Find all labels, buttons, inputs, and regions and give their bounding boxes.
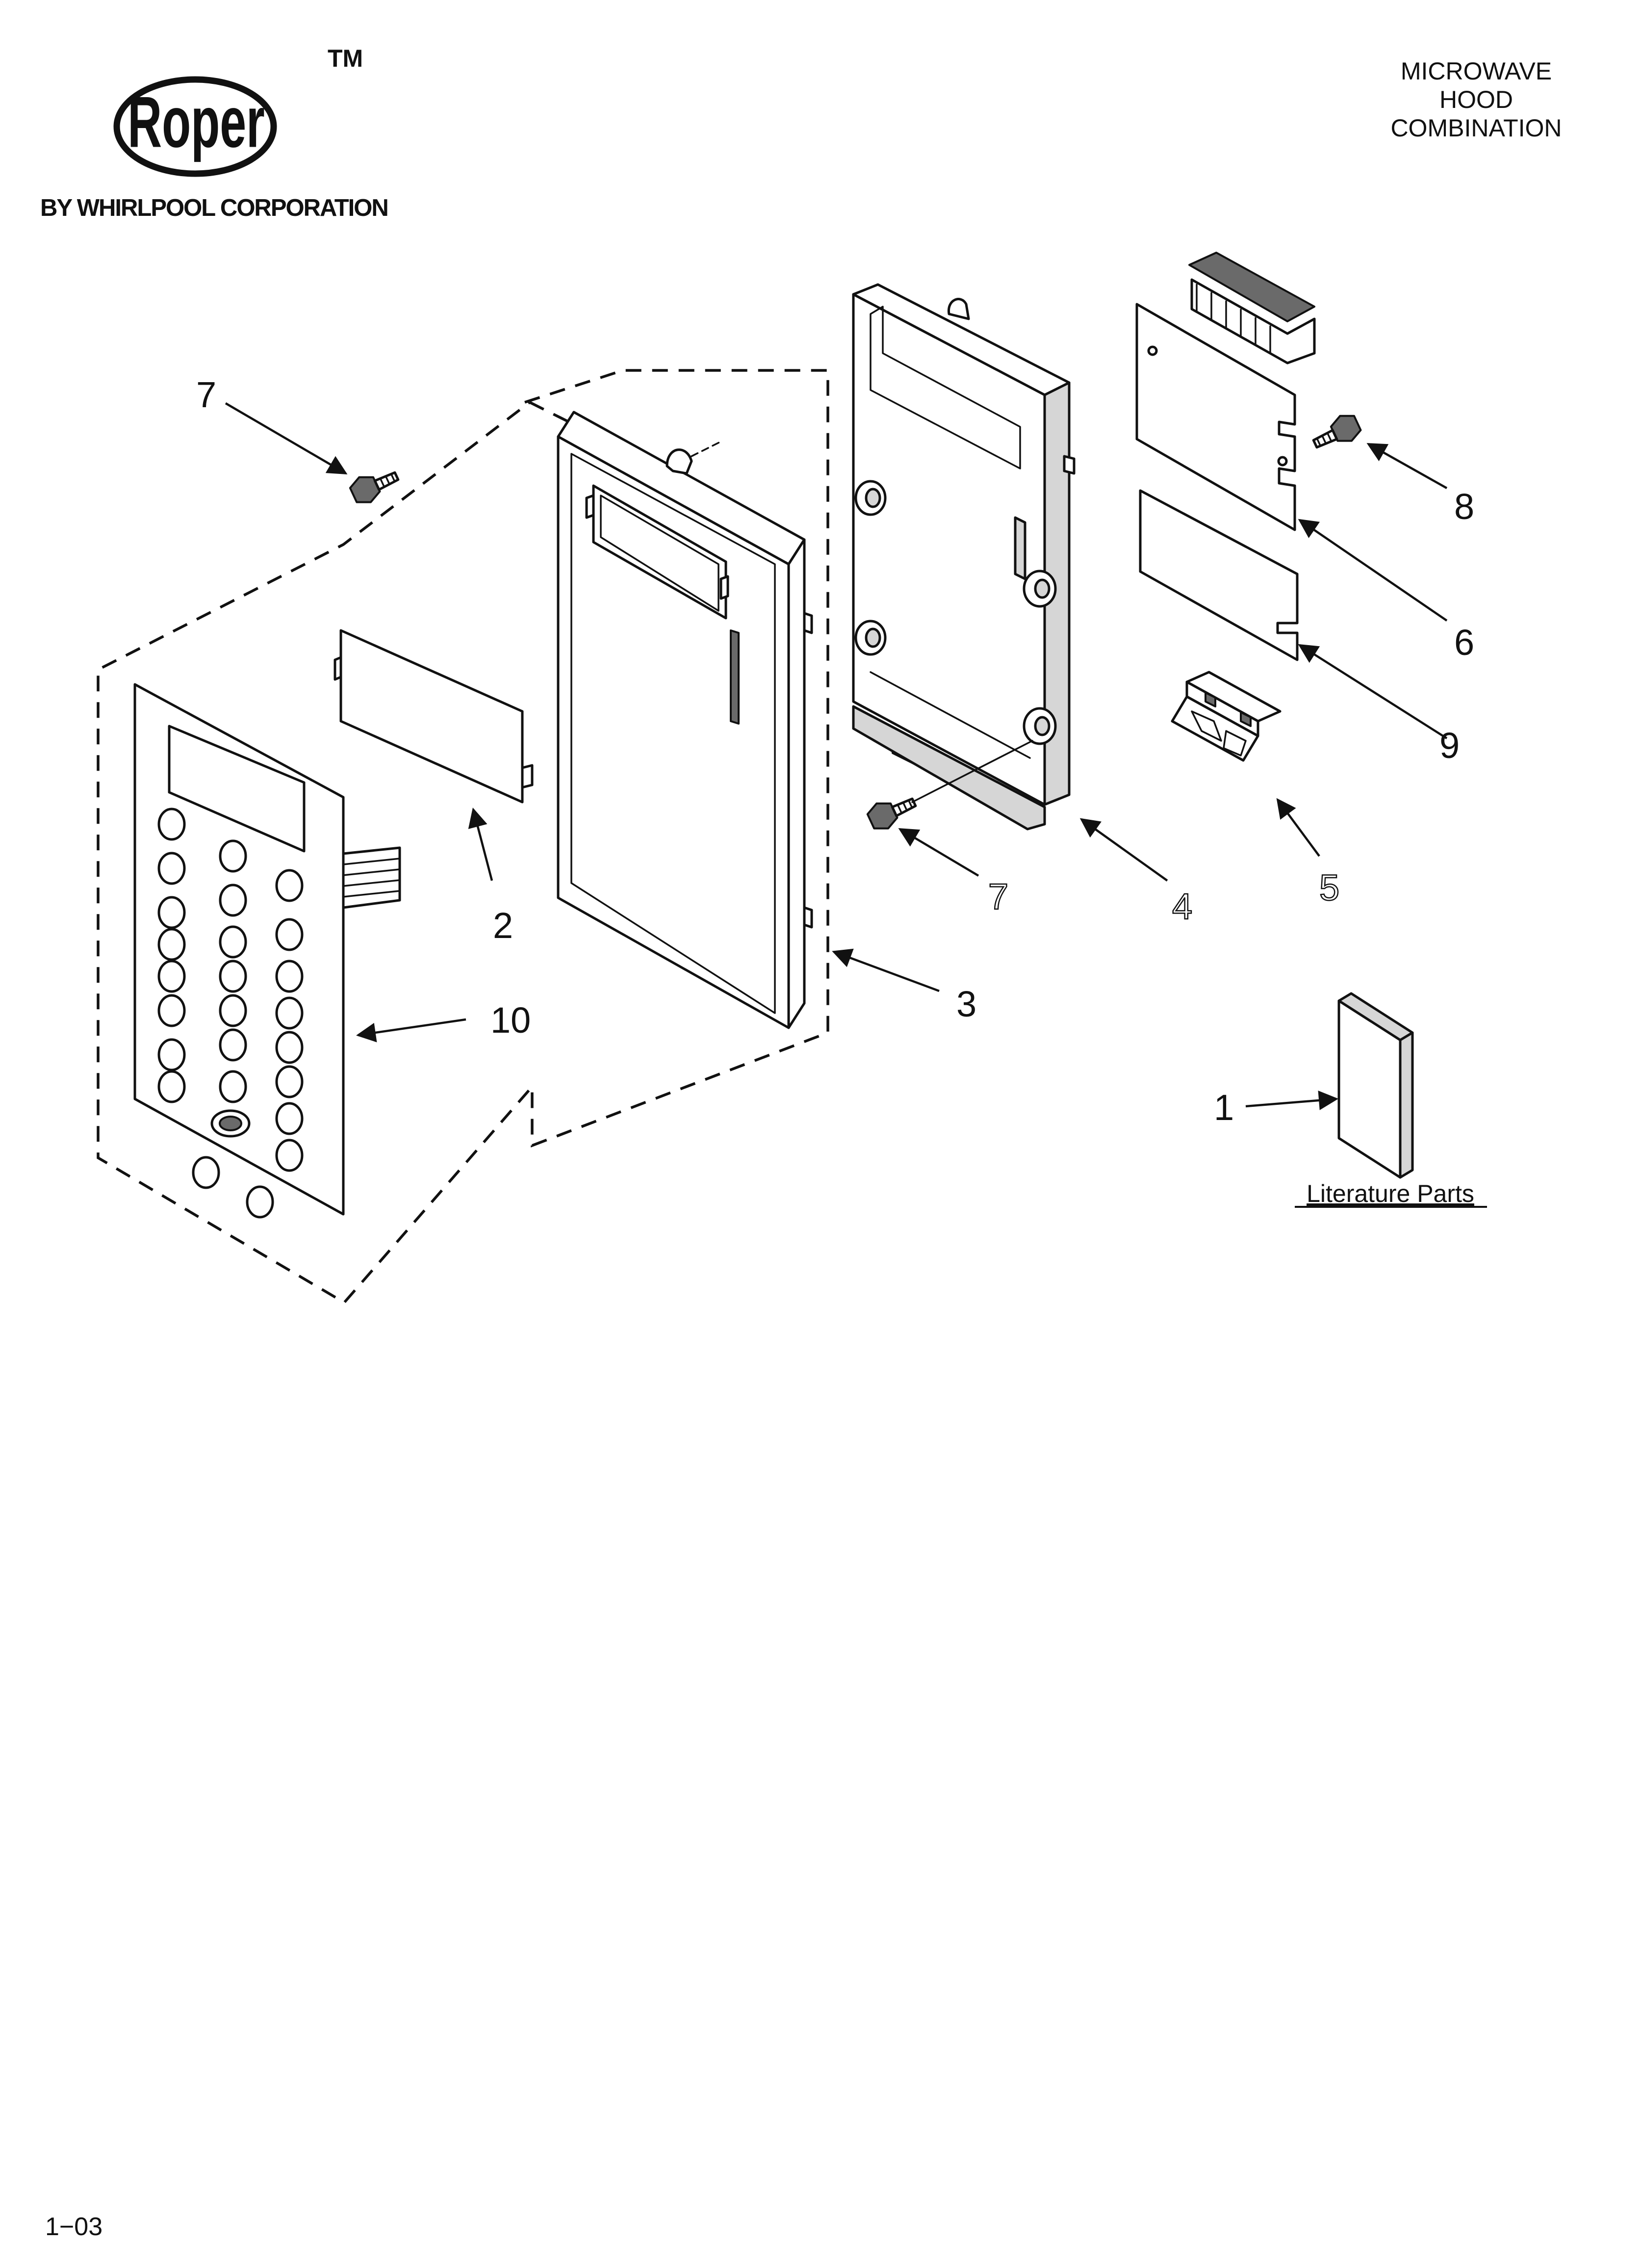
page-code: 1−03 [45,2213,103,2241]
brand-byline: BY WHIRLPOOL CORPORATION [40,195,388,221]
product-line-1: MICROWAVE [1401,57,1552,85]
keypad-key [192,1156,220,1189]
keypad-key [157,994,186,1027]
keypad-key [275,1139,304,1172]
keypad-display-window [168,725,306,853]
logo-wordmark: Roper [128,82,265,162]
callout-window: 2 [493,905,513,946]
product-title: MICROWAVE HOOD COMBINATION [1390,57,1562,142]
keypad-dial [210,1109,251,1138]
callout-membrane-keypad: 10 [490,1000,531,1041]
callout-screw-left: 7 [196,374,216,415]
screw-center [866,797,917,830]
callout-bracket: 5 [1319,867,1339,908]
callout-control-board: 6 [1454,622,1474,663]
keypad-key [275,869,304,902]
keypad-key [275,1065,304,1098]
keypad-key [219,1028,247,1062]
board-connector-pins [1196,284,1271,354]
screw-left [349,471,400,503]
roper-logo: Roper TM [113,45,363,177]
literature-parts-label: Literature Parts [1307,1180,1474,1207]
keypad-key [219,994,247,1027]
trademark-mark: TM [328,45,363,72]
door-assembly-outline [97,369,829,1304]
literature-packet [1337,992,1414,1179]
screw-right [1312,415,1362,449]
housing-bosses [854,480,1057,745]
keypad-key [275,1102,304,1135]
keypad-key [219,925,247,959]
keypad-key [157,1070,186,1103]
keypad-key [275,960,304,993]
keypad-key [157,960,186,993]
keypad-key [157,896,186,929]
product-line-2: HOOD [1439,86,1513,113]
callout-door-panel: 3 [956,984,976,1024]
keypad-key [219,884,247,917]
keypad-key [275,1031,304,1064]
control-board [1135,252,1316,531]
keypad-key [157,928,186,961]
keypad-key [157,1038,186,1071]
keypad-key [219,960,247,993]
screw-center-guide [911,740,1033,803]
callout-insulator: 9 [1439,725,1460,766]
keypad-key [157,852,186,885]
callout-control-housing: 4 [1172,886,1192,927]
membrane-keypad [133,683,401,1219]
keypad-key [246,1185,274,1219]
door-panel [557,411,813,1029]
callout-screw-right: 8 [1454,486,1474,527]
display-window [334,629,534,804]
keypad-ribbon [342,846,401,909]
insulator-sheet [1139,489,1299,661]
callout-screw-center: 7 [988,876,1008,917]
bracket [1171,671,1282,762]
keypad-key [157,808,186,841]
leader-arrows [225,402,1448,1110]
keypad-key [275,918,304,951]
keypad-key [219,1070,247,1103]
keypad-keys [157,808,304,1219]
keypad-key [219,839,247,873]
product-line-3: COMBINATION [1390,114,1562,142]
keypad-key [275,996,304,1030]
control-housing [852,283,1076,831]
callout-literature: 1 [1214,1087,1234,1128]
